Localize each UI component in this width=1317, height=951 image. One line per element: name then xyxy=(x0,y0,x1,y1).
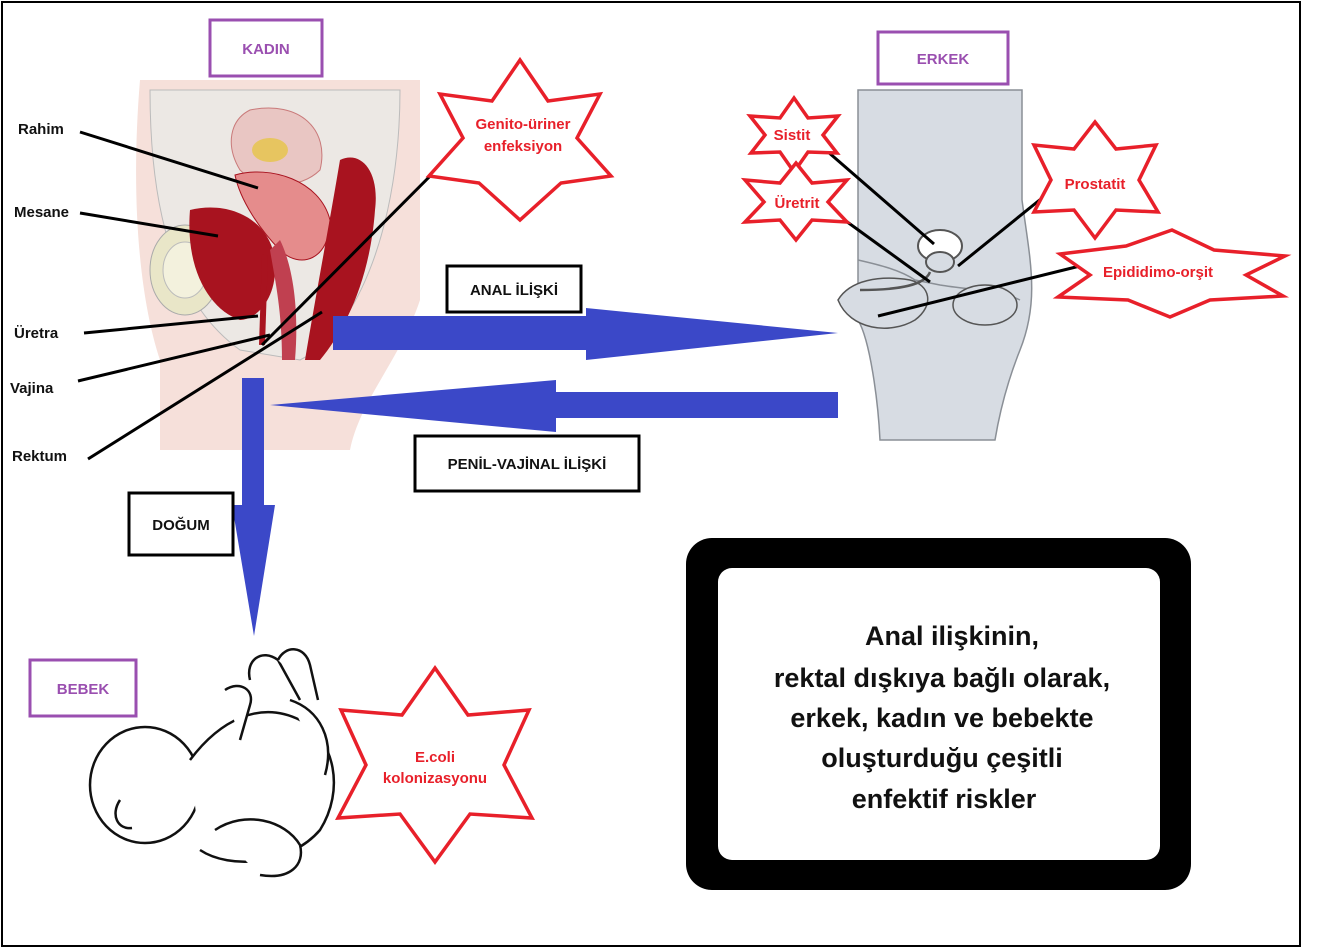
route-box-birth: DOĞUM xyxy=(129,493,233,555)
route-box-anal: ANAL İLİŞKİ xyxy=(447,266,581,312)
svg-text:Epididimo-orşit: Epididimo-orşit xyxy=(1103,264,1213,281)
svg-text:KADIN: KADIN xyxy=(242,41,290,58)
summary-line: rektal dışkıya bağlı olarak, xyxy=(774,663,1110,693)
svg-text:kolonizasyonu: kolonizasyonu xyxy=(383,770,487,787)
svg-text:Rahim: Rahim xyxy=(18,121,64,138)
summary-line: erkek, kadın ve bebekte xyxy=(790,703,1093,733)
svg-text:ANAL İLİŞKİ: ANAL İLİŞKİ xyxy=(470,282,558,299)
svg-text:E.coli: E.coli xyxy=(415,749,455,766)
svg-text:Üretrit: Üretrit xyxy=(774,195,819,212)
section-box-male: ERKEK xyxy=(878,32,1008,84)
summary-line: oluşturduğu çeşitli xyxy=(821,743,1063,773)
summary-line: enfektif riskler xyxy=(852,784,1037,814)
svg-text:Vajina: Vajina xyxy=(10,380,54,397)
section-box-female: KADIN xyxy=(210,20,322,76)
svg-text:DOĞUM: DOĞUM xyxy=(152,516,210,534)
svg-text:Prostatit: Prostatit xyxy=(1065,176,1126,193)
svg-text:Mesane: Mesane xyxy=(14,204,69,221)
route-box-vaginal: PENİL-VAJİNAL İLİŞKİ xyxy=(415,436,639,491)
svg-text:PENİL-VAJİNAL İLİŞKİ: PENİL-VAJİNAL İLİŞKİ xyxy=(448,456,607,473)
summary-box: Anal ilişkinin, rektal dışkıya bağlı ola… xyxy=(686,538,1191,890)
section-box-baby: BEBEK xyxy=(30,660,136,716)
svg-text:Genito-üriner: Genito-üriner xyxy=(475,116,570,133)
svg-text:Rektum: Rektum xyxy=(12,448,67,465)
svg-text:enfeksiyon: enfeksiyon xyxy=(484,138,562,155)
svg-text:Sistit: Sistit xyxy=(774,127,811,144)
summary-line: Anal ilişkinin, xyxy=(865,621,1039,651)
svg-text:Üretra: Üretra xyxy=(14,325,59,342)
svg-text:BEBEK: BEBEK xyxy=(57,681,110,698)
svg-text:ERKEK: ERKEK xyxy=(917,51,970,68)
